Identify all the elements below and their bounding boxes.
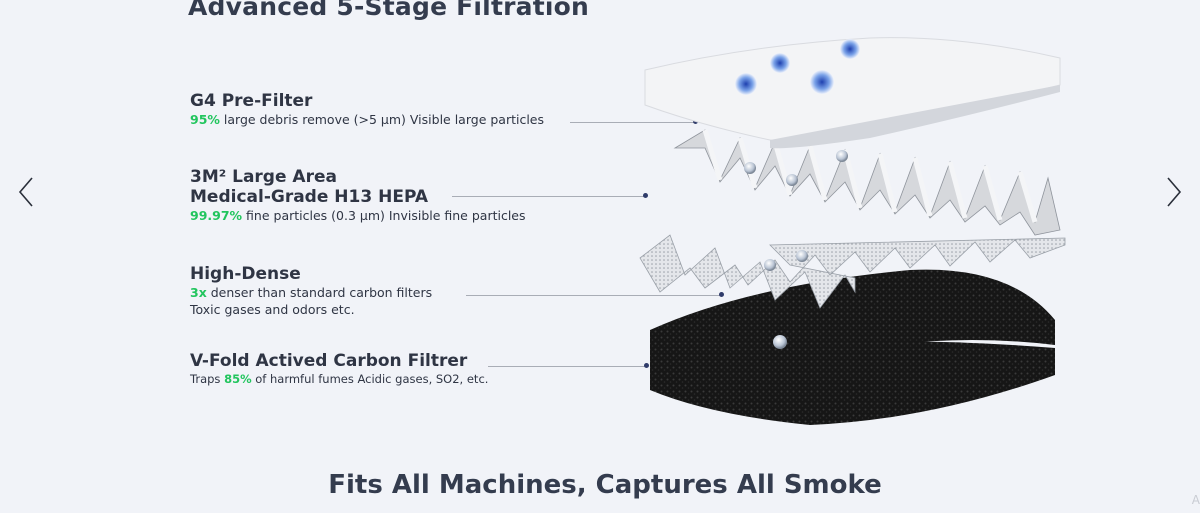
feature-heading: High-Dense <box>190 264 301 284</box>
feature-desc-text: of harmful fumes Acidic gases, SO2, etc. <box>251 372 489 386</box>
g4-prefilter-layer <box>644 37 1061 149</box>
hepa-pleated-layer <box>673 129 1061 236</box>
feature-description: 95% large debris remove (>5 μm) Visible … <box>190 111 544 128</box>
feature-hepa: 3M² Large Area Medical-Grade H13 HEPA 99… <box>190 167 526 224</box>
feature-description: Traps 85% of harmful fumes Acidic gases,… <box>190 371 488 388</box>
prev-slide-button[interactable] <box>12 172 42 212</box>
feature-description: 3x denser than standard carbon filters <box>190 284 432 301</box>
feature-highlight: 95% <box>190 112 220 127</box>
callout-line <box>466 295 721 296</box>
feature-highlight: 85% <box>224 372 252 386</box>
callout-line <box>488 366 646 367</box>
feature-highlight: 3x <box>190 285 207 300</box>
feature-high-dense: High-Dense 3x denser than standard carbo… <box>190 264 432 318</box>
callout-line <box>452 196 645 197</box>
feature-vfold-carbon: V-Fold Actived Carbon Filtrer Traps 85% … <box>190 351 488 388</box>
feature-desc-text: denser than standard carbon filters <box>206 285 433 300</box>
next-slide-button[interactable] <box>1160 172 1190 212</box>
carbon-layer-top <box>650 269 1055 369</box>
tagline: Fits All Machines, Captures All Smoke <box>328 470 882 500</box>
feature-heading: G4 Pre-Filter <box>190 91 313 111</box>
feature-desc-text: large debris remove (>5 μm) Visible larg… <box>219 112 545 127</box>
filter-layers-illustration <box>639 37 1066 425</box>
callout-dot <box>719 292 724 297</box>
feature-desc-text: fine particles (0.3 μm) Invisible fine p… <box>242 208 526 223</box>
chevron-right-icon <box>1167 177 1182 207</box>
feature-highlight: 99.97% <box>190 208 243 223</box>
feature-g4-prefilter: G4 Pre-Filter 95% large debris remove (>… <box>190 91 544 128</box>
feature-heading: V-Fold Actived Carbon Filtrer <box>190 351 468 371</box>
callout-line <box>570 122 695 123</box>
page-title: Advanced 5-Stage Filtration <box>188 0 589 21</box>
callout-dot <box>644 363 649 368</box>
feature-heading-line2: Medical-Grade H13 HEPA <box>190 187 428 207</box>
corner-text: A <box>1191 493 1200 507</box>
feature-heading-line1: 3M² Large Area <box>190 167 337 187</box>
feature-description: 99.97% fine particles (0.3 μm) Invisible… <box>190 207 526 224</box>
mesh-pleated-layer <box>639 234 1066 309</box>
callout-dot <box>643 193 648 198</box>
feature-description-2: Toxic gases and odors etc. <box>190 302 355 317</box>
feature-desc-prefix: Traps <box>190 372 225 386</box>
chevron-left-icon <box>18 177 33 207</box>
